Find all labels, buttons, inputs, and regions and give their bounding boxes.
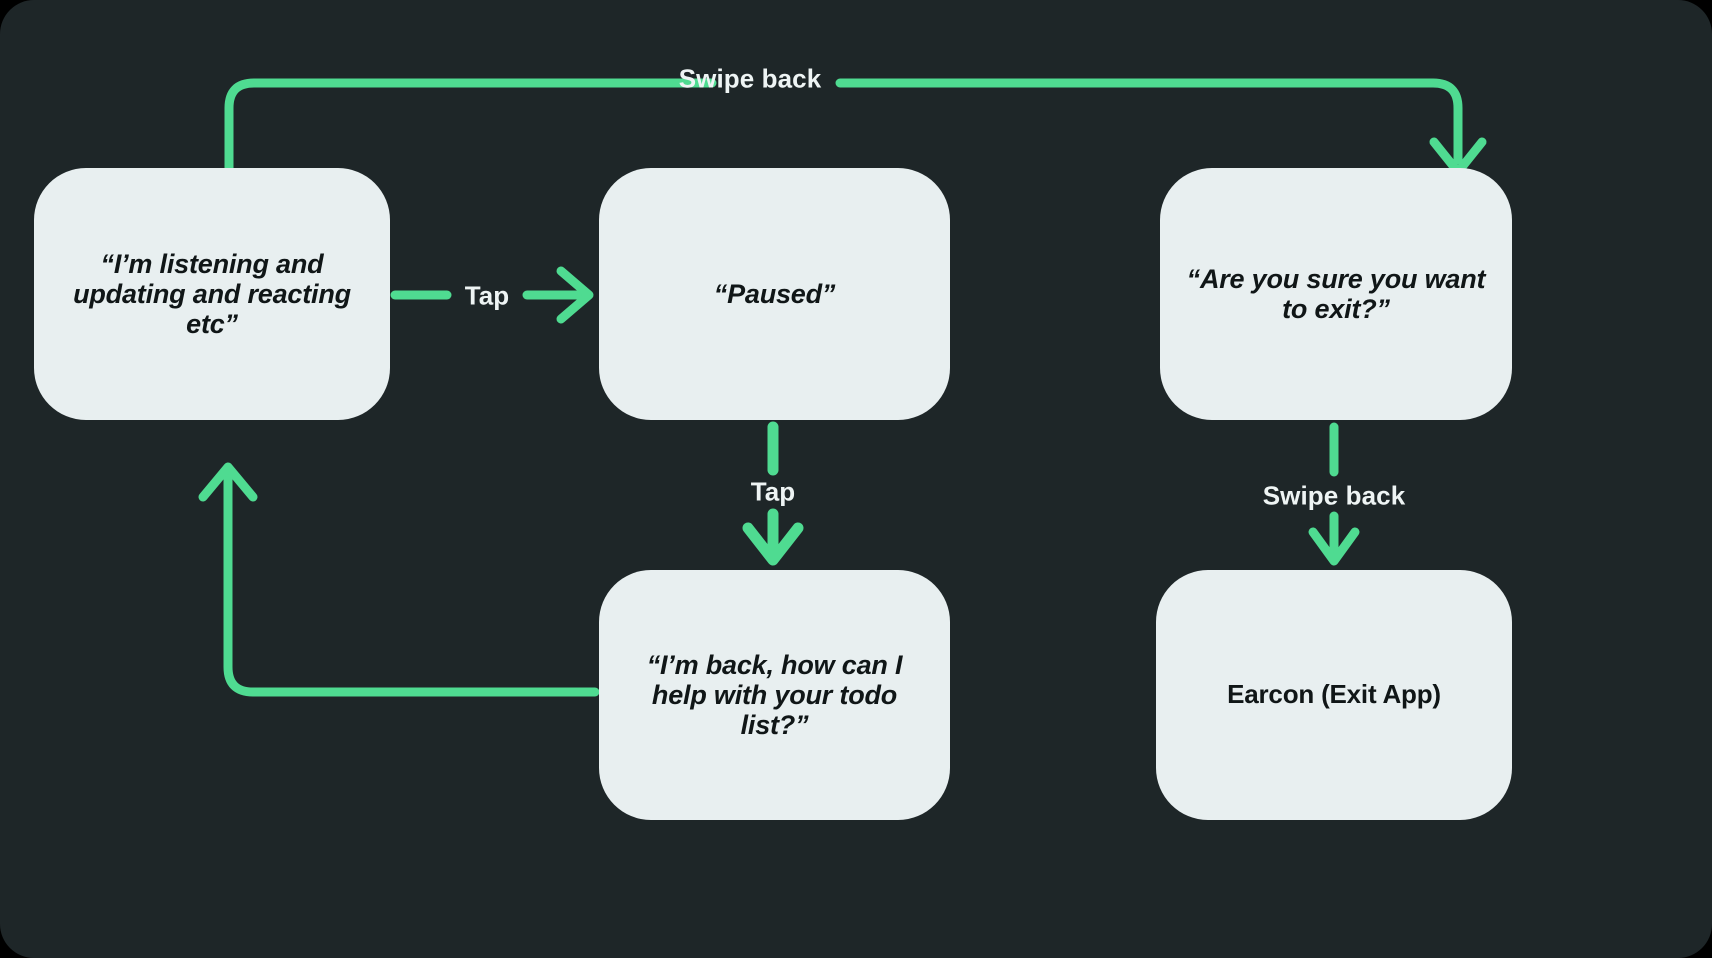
node-back-label: “I’m back, how can I help with your todo… [646, 649, 903, 741]
node-back[interactable]: “I’m back, how can I help with your todo… [599, 570, 950, 820]
edge-label-swipe-back-confirm-to-earcon: Swipe back [1262, 480, 1406, 511]
node-earcon-label: Earcon (Exit App) [1227, 679, 1441, 710]
node-confirm-label: “Are you sure you want to exit?” [1186, 263, 1486, 324]
edge-label-swipe-back-top: Swipe back [678, 63, 822, 94]
node-paused-label: “Paused” [713, 278, 836, 309]
edge-label-tap-listening-to-paused: Tap [464, 280, 510, 311]
edge-label-tap-paused-to-back: Tap [750, 476, 796, 507]
node-paused[interactable]: “Paused” [599, 168, 950, 420]
node-confirm[interactable]: “Are you sure you want to exit?” [1160, 168, 1512, 420]
edge-listening-to-confirm [224, 78, 1487, 179]
node-earcon[interactable]: Earcon (Exit App) [1156, 570, 1512, 820]
edge-back-to-listening [198, 462, 600, 697]
node-listening[interactable]: “I’m listening and updating and reacting… [34, 168, 390, 420]
node-listening-label: “I’m listening and updating and reacting… [73, 248, 351, 340]
